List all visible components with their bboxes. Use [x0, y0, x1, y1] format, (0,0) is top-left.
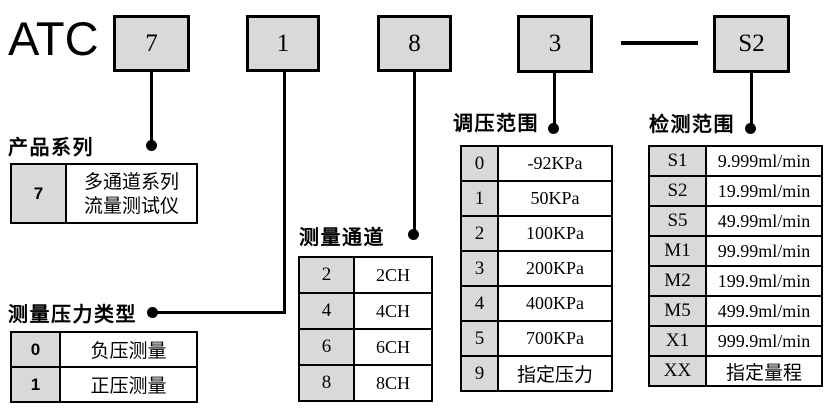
- value-cell: 8CH: [353, 364, 433, 402]
- code-cell: 2: [460, 215, 499, 252]
- connector-series-line: [150, 72, 153, 143]
- code-cell: 2: [298, 256, 355, 294]
- connector-pressure-type-vline: [283, 72, 286, 314]
- code-segment-box-detection-range: S2: [713, 15, 790, 73]
- connector-regulation-dot: [548, 123, 559, 134]
- value-cell: 9.999ml/min: [705, 145, 823, 177]
- table-row: 3 200KPa: [460, 250, 613, 287]
- code-segment-box-pressure-type: 1: [246, 15, 320, 72]
- code-cell: 4: [460, 285, 499, 322]
- table-row: 6 6CH: [298, 328, 433, 366]
- value-cell: 199.9ml/min: [705, 265, 823, 297]
- code-segment-box-regulation-range: 3: [517, 15, 593, 73]
- value-cell: 400KPa: [497, 285, 613, 322]
- table-row: 5 700KPa: [460, 320, 613, 357]
- code-separator-dash: [621, 41, 698, 45]
- table-row: S2 19.99ml/min: [648, 175, 823, 207]
- value-cell: 负压测量: [59, 331, 198, 368]
- connector-series-dot: [146, 140, 157, 151]
- connector-pressure-type-dot: [147, 307, 158, 318]
- value-cell: 指定量程: [705, 355, 823, 387]
- code-cell: 3: [460, 250, 499, 287]
- value-cell: 200KPa: [497, 250, 613, 287]
- table-row: 9 指定压力: [460, 355, 613, 392]
- code-segment-value: 1: [276, 29, 290, 57]
- value-cell: 49.99ml/min: [705, 205, 823, 237]
- connector-detection-line: [750, 73, 753, 126]
- value-cell: 6CH: [353, 328, 433, 366]
- code-cell: S1: [648, 145, 707, 177]
- table-pressure-type: 0 负压测量 1 正压测量: [10, 331, 198, 403]
- table-detection-range: S1 9.999ml/min S2 19.99ml/min S5 49.99ml…: [648, 145, 823, 387]
- code-cell: 1: [460, 180, 499, 217]
- header-detection-range: 检测范围: [649, 112, 735, 136]
- code-cell: 9: [460, 355, 499, 392]
- value-cell: -92KPa: [497, 145, 613, 182]
- value-cell: 700KPa: [497, 320, 613, 357]
- value-cell: 499.9ml/min: [705, 295, 823, 327]
- table-row: 4 400KPa: [460, 285, 613, 322]
- value-cell: 4CH: [353, 292, 433, 330]
- table-row: 1 正压测量: [10, 366, 198, 403]
- table-row: M5 499.9ml/min: [648, 295, 823, 327]
- header-channels: 测量通道: [299, 225, 385, 249]
- value-cell: 指定压力: [497, 355, 613, 392]
- code-segment-box-series: 7: [113, 15, 190, 72]
- code-cell: 4: [298, 292, 355, 330]
- table-channels: 2 2CH 4 4CH 6 6CH 8 8CH: [298, 256, 433, 402]
- code-cell: X1: [648, 325, 707, 357]
- code-segment-value: S2: [738, 30, 765, 57]
- code-cell: 7: [10, 163, 67, 224]
- value-cell: 2CH: [353, 256, 433, 294]
- code-segment-value: 8: [408, 29, 421, 57]
- value-cell: 100KPa: [497, 215, 613, 252]
- code-cell: 0: [460, 145, 499, 182]
- code-cell: 0: [10, 331, 61, 368]
- value-cell: 多通道系列 流量测试仪: [65, 163, 198, 224]
- table-row: 8 8CH: [298, 364, 433, 402]
- value-cell: 999.9ml/min: [705, 325, 823, 357]
- table-row: 7 多通道系列 流量测试仪: [10, 163, 198, 224]
- value-cell: 99.99ml/min: [705, 235, 823, 267]
- connector-detection-dot: [745, 123, 756, 134]
- code-cell: 6: [298, 328, 355, 366]
- code-segment-value: 3: [548, 30, 562, 57]
- table-row: 2 100KPa: [460, 215, 613, 252]
- code-segment-box-channels: 8: [377, 15, 452, 72]
- table-regulation-range: 0 -92KPa 1 50KPa 2 100KPa 3 200KPa 4 400…: [460, 145, 613, 392]
- table-row: S1 9.999ml/min: [648, 145, 823, 177]
- table-row: M2 199.9ml/min: [648, 265, 823, 297]
- table-row: X1 999.9ml/min: [648, 325, 823, 357]
- header-regulation-range: 调压范围: [453, 111, 539, 135]
- table-row: 0 负压测量: [10, 331, 198, 368]
- connector-regulation-line: [553, 73, 556, 126]
- table-row: XX 指定量程: [648, 355, 823, 387]
- code-cell: 5: [460, 320, 499, 357]
- table-product-series: 7 多通道系列 流量测试仪: [10, 163, 198, 224]
- code-cell: M5: [648, 295, 707, 327]
- product-code-prefix: ATC: [8, 12, 99, 65]
- value-cell: 正压测量: [59, 366, 198, 403]
- code-cell: 1: [10, 366, 61, 403]
- table-row: 2 2CH: [298, 256, 433, 294]
- code-cell: 8: [298, 364, 355, 402]
- value-cell: 50KPa: [497, 180, 613, 217]
- code-segment-value: 7: [145, 29, 158, 57]
- connector-pressure-type-hline: [156, 311, 286, 314]
- table-row: 1 50KPa: [460, 180, 613, 217]
- code-cell: M1: [648, 235, 707, 267]
- header-product-series: 产品系列: [8, 135, 94, 159]
- code-cell: S5: [648, 205, 707, 237]
- code-cell: M2: [648, 265, 707, 297]
- table-row: 4 4CH: [298, 292, 433, 330]
- code-cell: S2: [648, 175, 707, 207]
- table-row: 0 -92KPa: [460, 145, 613, 182]
- value-cell: 19.99ml/min: [705, 175, 823, 207]
- connector-channels-dot: [408, 229, 419, 240]
- table-row: S5 49.99ml/min: [648, 205, 823, 237]
- header-pressure-type: 测量压力类型: [8, 302, 137, 326]
- table-row: M1 99.99ml/min: [648, 235, 823, 267]
- connector-channels-line: [413, 72, 416, 232]
- code-cell: XX: [648, 355, 707, 387]
